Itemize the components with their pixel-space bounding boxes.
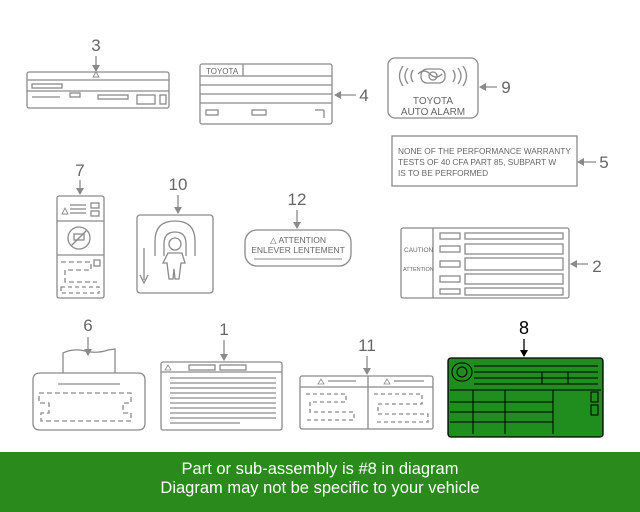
label-9-line2: AUTO ALARM xyxy=(401,107,465,118)
banner-line-1: Part or sub-assembly is #8 in diagram xyxy=(181,460,459,478)
label-5-line3: IS TO BE PERFORMED xyxy=(398,168,488,178)
info-banner: Part or sub-assembly is #8 in diagram Di… xyxy=(0,452,640,512)
banner-line-2: Diagram may not be specific to your vehi… xyxy=(160,479,480,497)
callout-1: 1 xyxy=(219,320,228,339)
label-11[interactable] xyxy=(299,375,434,430)
callout-7: 7 xyxy=(75,161,84,180)
callout-10: 10 xyxy=(169,175,188,194)
label-12[interactable] xyxy=(244,229,352,267)
label-8-highlighted[interactable] xyxy=(447,357,604,438)
label-9-line1: TOYOTA xyxy=(413,96,454,107)
label-10[interactable] xyxy=(136,214,214,294)
label-12-line1: △ ATTENTION xyxy=(270,235,326,245)
parts-diagram: 3 TOYOTA 4 TOYOTA AUTO ALARM 9 NONE OF T… xyxy=(26,36,609,438)
label-2-attention: ATTENTION xyxy=(403,267,434,273)
label-4-brand: TOYOTA xyxy=(206,67,239,76)
label-3[interactable] xyxy=(26,71,170,109)
diagram-canvas: 3 TOYOTA 4 TOYOTA AUTO ALARM 9 NONE OF T… xyxy=(26,36,609,438)
label-12-line2: ENLEVER LENTEMENT xyxy=(251,245,345,255)
label-7[interactable] xyxy=(56,195,105,299)
label-1[interactable] xyxy=(160,361,283,431)
callout-4: 4 xyxy=(359,86,368,105)
callout-8: 8 xyxy=(519,318,529,338)
callout-6: 6 xyxy=(83,316,92,335)
label-2-caution: CAUTION xyxy=(404,247,434,254)
label-9[interactable] xyxy=(387,57,479,119)
label-5-line2: TESTS OF 40 CFA PART 85, SUBPART W xyxy=(398,157,556,167)
callout-2: 2 xyxy=(592,257,601,276)
callout-11: 11 xyxy=(358,336,376,355)
callout-3: 3 xyxy=(91,36,100,55)
callout-12: 12 xyxy=(288,190,307,209)
label-5-line1: NONE OF THE PERFORMANCE WARRANTY xyxy=(398,146,571,156)
label-4[interactable] xyxy=(199,63,333,125)
label-6[interactable] xyxy=(32,348,146,431)
callout-9: 9 xyxy=(501,78,510,97)
callout-5: 5 xyxy=(599,153,608,172)
label-2[interactable] xyxy=(400,227,570,299)
